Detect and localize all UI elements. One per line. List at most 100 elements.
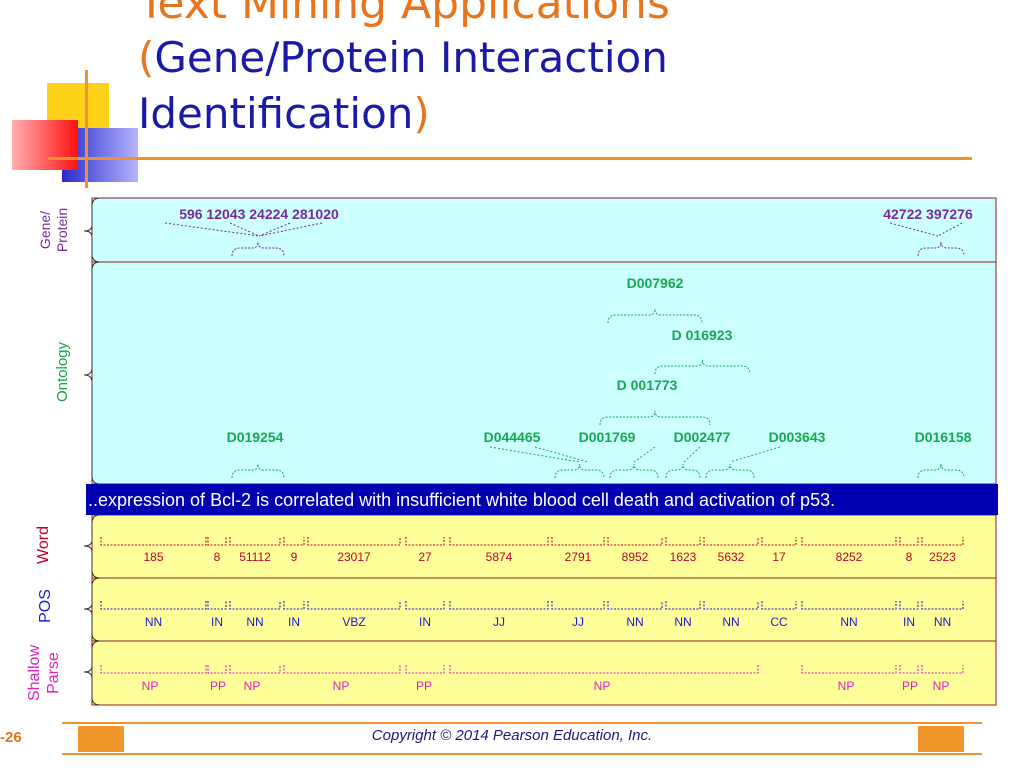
pos-tag: IN	[288, 615, 300, 629]
footer-top-line	[62, 722, 982, 724]
pos-tag: VBZ	[342, 615, 365, 629]
gene-link-line	[258, 222, 291, 237]
word-bracket	[665, 537, 701, 546]
parse-tag: NP	[933, 679, 950, 693]
ontology-id: D019254	[227, 429, 284, 445]
word-row-label: Word	[35, 526, 52, 564]
parse-tag: NP	[838, 679, 855, 693]
word-id: 8	[214, 550, 221, 564]
pos-bracket	[665, 601, 701, 610]
ontology-id: D 001773	[617, 377, 678, 393]
pos-bracket	[283, 601, 305, 610]
gene-link-line	[229, 222, 260, 237]
gene-panel	[91, 197, 997, 263]
gene-link-line	[889, 222, 939, 237]
pos-bracket	[607, 601, 663, 610]
ontology-term-brace	[554, 463, 605, 479]
parse-bracket	[100, 665, 207, 674]
parse-tag: PP	[416, 679, 432, 693]
pos-bracket	[307, 601, 401, 610]
title-close-paren: )	[413, 89, 430, 138]
title-line-1: Text Mining Applications	[138, 0, 670, 29]
title-line-2-text: Gene/Protein Interaction	[154, 33, 668, 82]
ontology-row-brace	[83, 261, 101, 485]
ontology-brace	[654, 359, 751, 375]
word-id: 185	[143, 550, 163, 564]
word-id: 2523	[929, 550, 956, 564]
parse-bracket	[801, 665, 897, 674]
ontology-term-brace	[705, 463, 755, 479]
word-id: 27	[418, 550, 432, 564]
title-open-paren: (	[138, 33, 155, 82]
gene-brace-right	[917, 241, 965, 257]
gene-ids-left: 596 12043 24224 281020	[179, 206, 339, 222]
pos-bracket	[449, 601, 549, 610]
ontology-id: D007962	[627, 275, 684, 291]
pos-bracket	[921, 601, 964, 610]
gene-link-line	[937, 222, 963, 237]
word-id: 9	[291, 550, 298, 564]
pos-tag: NN	[840, 615, 857, 629]
parse-bracket	[207, 665, 227, 674]
parse-tag: NP	[244, 679, 261, 693]
pos-tag: NN	[626, 615, 643, 629]
word-bracket	[207, 537, 227, 546]
pos-tag: CC	[770, 615, 788, 629]
word-id: 17	[772, 550, 786, 564]
pos-bracket	[703, 601, 759, 610]
parse-bracket	[229, 665, 281, 674]
gene-row-brace	[83, 197, 101, 263]
pos-tag: NN	[722, 615, 739, 629]
pos-bracket	[801, 601, 897, 610]
word-bracket	[899, 537, 919, 546]
pos-tag: NN	[246, 615, 263, 629]
gene-row-label: Gene/Protein	[37, 208, 70, 252]
pos-tag: NN	[934, 615, 951, 629]
parse-tag: NP	[594, 679, 611, 693]
ontology-id: D016158	[915, 429, 972, 445]
ontology-link-line	[534, 446, 589, 463]
word-id: 5632	[718, 550, 745, 564]
pos-tag: NN	[674, 615, 691, 629]
footer-left-box	[78, 726, 124, 752]
ontology-term-brace	[609, 463, 659, 479]
word-id: 51112	[239, 550, 271, 564]
ontology-link-line	[729, 446, 781, 463]
parse-row-brace	[83, 640, 101, 706]
title-line-3-text: Identification	[138, 89, 414, 138]
parse-tag: PP	[902, 679, 918, 693]
pos-bracket	[899, 601, 919, 610]
pos-tag: JJ	[572, 615, 584, 629]
parse-tag: NP	[333, 679, 350, 693]
title-line-3: Identification)	[138, 86, 998, 142]
word-bracket	[703, 537, 759, 546]
pos-bracket	[100, 601, 207, 610]
ontology-id: D044465	[484, 429, 541, 445]
word-id: 1623	[670, 550, 697, 564]
parse-bracket	[449, 665, 759, 674]
parse-bracket	[899, 665, 919, 674]
parse-tag: PP	[210, 679, 226, 693]
pos-row-brace	[83, 577, 101, 642]
decor-vertical-line	[85, 70, 88, 188]
pos-tag: NN	[145, 615, 162, 629]
word-bracket	[283, 537, 305, 546]
ontology-id: D002477	[674, 429, 731, 445]
slide-number: -26	[0, 729, 22, 746]
copyright-text: Copyright © 2014 Pearson Education, Inc.	[371, 727, 653, 744]
ontology-row-label: Ontology	[54, 341, 71, 402]
word-bracket	[229, 537, 281, 546]
word-panel	[91, 514, 997, 579]
word-id: 5874	[486, 550, 513, 564]
ontology-link-line	[489, 446, 581, 463]
title-line-2: (Gene/Protein Interaction	[138, 30, 998, 86]
pos-bracket	[207, 601, 227, 610]
word-bracket	[607, 537, 663, 546]
parse-tag: NP	[142, 679, 159, 693]
ontology-term-brace	[665, 463, 701, 479]
